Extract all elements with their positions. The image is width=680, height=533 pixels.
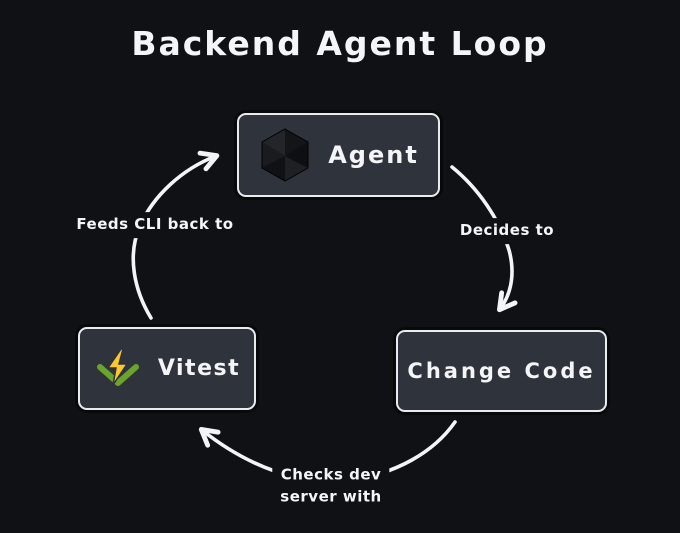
- edge-label-line-1: Checks dev: [280, 465, 382, 484]
- node-agent: Agent: [237, 113, 440, 197]
- agent-cube-icon: [261, 128, 309, 182]
- arrow-agent-to-change-code: [450, 165, 518, 313]
- node-change-code: Change Code: [396, 330, 607, 412]
- edge-label-line-2: server with: [280, 487, 382, 505]
- node-agent-label: Agent: [328, 141, 419, 169]
- vitest-icon: [96, 347, 139, 386]
- edge-label-decides-to: Decides to: [451, 218, 563, 244]
- node-change-code-label: Change Code: [407, 359, 596, 383]
- edge-label-checks-dev-server-with: Checks dev server with: [272, 462, 390, 510]
- node-vitest-label: Vitest: [157, 356, 241, 381]
- node-vitest: Vitest: [78, 327, 256, 410]
- page-title: Backend Agent Loop: [131, 24, 549, 63]
- edge-label-feeds-cli-back-to: Feeds CLI back to: [68, 212, 242, 238]
